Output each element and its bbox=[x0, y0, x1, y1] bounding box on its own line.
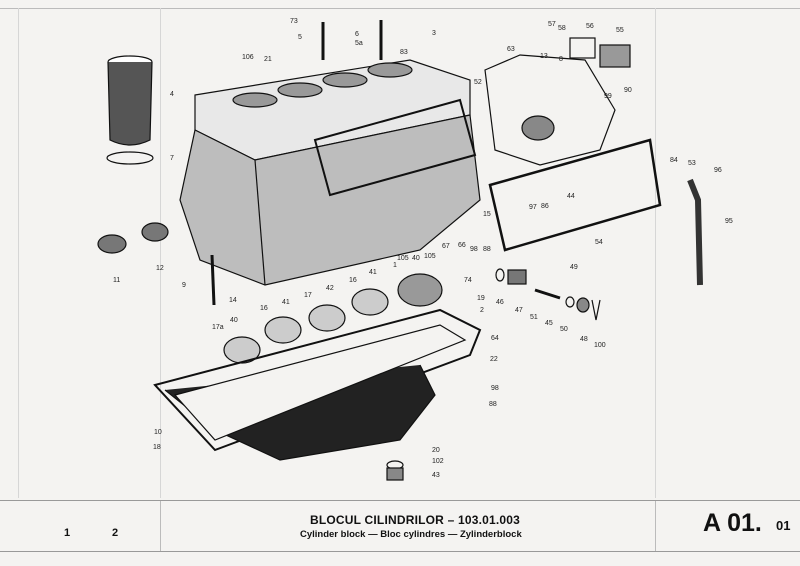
callout-label: 90 bbox=[624, 87, 632, 94]
column-number-1: 1 bbox=[64, 527, 71, 539]
sheet-title: BLOCUL CILINDRILOR – 103.01.003 bbox=[310, 513, 521, 527]
callout-label: 45 bbox=[545, 320, 553, 327]
callout-label: 96 bbox=[714, 167, 722, 174]
callout-label: 50 bbox=[560, 326, 568, 333]
callout-label: 88 bbox=[489, 401, 497, 408]
callout-label: 84 bbox=[670, 157, 678, 164]
callout-label: 86 bbox=[541, 203, 549, 210]
sheet-code-suffix: 01 bbox=[776, 518, 791, 533]
callout-label: 19 bbox=[477, 295, 485, 302]
column-number-2: 2 bbox=[112, 527, 119, 539]
callout-label: 41 bbox=[282, 299, 290, 306]
callout-label: 6 bbox=[355, 31, 359, 38]
callout-label: 95 bbox=[725, 218, 733, 225]
callout-label: 67 bbox=[442, 243, 450, 250]
callout-label: 98 bbox=[491, 385, 499, 392]
callout-label: 12 bbox=[156, 265, 164, 272]
callout-label: 49 bbox=[570, 264, 578, 271]
callout-label: 16 bbox=[260, 305, 268, 312]
callout-label: 105 bbox=[424, 253, 436, 260]
divider bbox=[160, 501, 161, 551]
callout-label: 16 bbox=[349, 277, 357, 284]
callout-label: 63 bbox=[507, 46, 515, 53]
callout-label: 13 bbox=[540, 53, 548, 60]
column-divider bbox=[160, 8, 161, 498]
callout-label: 64 bbox=[491, 335, 499, 342]
callout-label: 10 bbox=[154, 429, 162, 436]
cylinder-liner bbox=[106, 55, 154, 165]
callout-label: 8 bbox=[559, 56, 563, 63]
callout-label: 83 bbox=[400, 49, 408, 56]
callout-label: 2 bbox=[480, 307, 484, 314]
callout-label: 56 bbox=[586, 23, 594, 30]
callout-label: 73 bbox=[290, 18, 298, 25]
callout-label: 5 bbox=[298, 34, 302, 41]
callout-label: 51 bbox=[530, 314, 538, 321]
callout-label: 58 bbox=[558, 25, 566, 32]
callout-label: 18 bbox=[153, 444, 161, 451]
callout-label: 88 bbox=[483, 246, 491, 253]
callout-label: 9 bbox=[182, 282, 186, 289]
callout-label: 47 bbox=[515, 307, 523, 314]
callout-label: 66 bbox=[458, 242, 466, 249]
callout-label: 53 bbox=[688, 160, 696, 167]
callout-label: 21 bbox=[264, 56, 272, 63]
callout-label: 52 bbox=[474, 79, 482, 86]
column-divider bbox=[18, 8, 19, 498]
callout-label: 41 bbox=[369, 269, 377, 276]
sheet-code: A 01. bbox=[703, 509, 762, 537]
callout-label: 44 bbox=[567, 193, 575, 200]
callout-label: 11 bbox=[113, 277, 121, 284]
callout-label: 102 bbox=[432, 458, 444, 465]
divider bbox=[655, 501, 656, 551]
callout-label: 48 bbox=[580, 336, 588, 343]
callout-label: 14 bbox=[229, 297, 237, 304]
callout-label: 22 bbox=[490, 356, 498, 363]
callout-label: 20 bbox=[432, 447, 440, 454]
title-block: 1 2 BLOCUL CILINDRILOR – 103.01.003 Cyli… bbox=[0, 500, 800, 552]
callout-label: 5a bbox=[355, 40, 363, 47]
callout-label: 99 bbox=[604, 93, 612, 100]
callout-label: 7 bbox=[170, 155, 174, 162]
callout-label: 17a bbox=[212, 324, 224, 331]
callout-label: 4 bbox=[170, 91, 174, 98]
callout-label: 40 bbox=[230, 317, 238, 324]
callout-label: 55 bbox=[616, 27, 624, 34]
frame-line bbox=[0, 8, 800, 9]
callout-label: 40 bbox=[412, 255, 420, 262]
callout-label: 74 bbox=[464, 277, 472, 284]
callout-label: 100 bbox=[594, 342, 606, 349]
callout-label: 46 bbox=[496, 299, 504, 306]
callout-label: 42 bbox=[326, 285, 334, 292]
exploded-view-drawing bbox=[97, 20, 703, 481]
callout-label: 43 bbox=[432, 472, 440, 479]
callout-label: 15 bbox=[483, 211, 491, 218]
callout-label: 98 bbox=[470, 246, 478, 253]
callout-label: 57 bbox=[548, 21, 556, 28]
callout-label: 3 bbox=[432, 30, 436, 37]
callout-label: 97 bbox=[529, 204, 537, 211]
callout-label: 1 bbox=[393, 262, 397, 269]
callout-label: 106 bbox=[242, 54, 254, 61]
column-divider bbox=[655, 8, 656, 498]
callout-label: 17 bbox=[304, 292, 312, 299]
callout-label: 105 bbox=[397, 255, 409, 262]
callout-label: 54 bbox=[595, 239, 603, 246]
sheet-subtitle: Cylinder block — Bloc cylindres — Zylind… bbox=[300, 529, 522, 540]
